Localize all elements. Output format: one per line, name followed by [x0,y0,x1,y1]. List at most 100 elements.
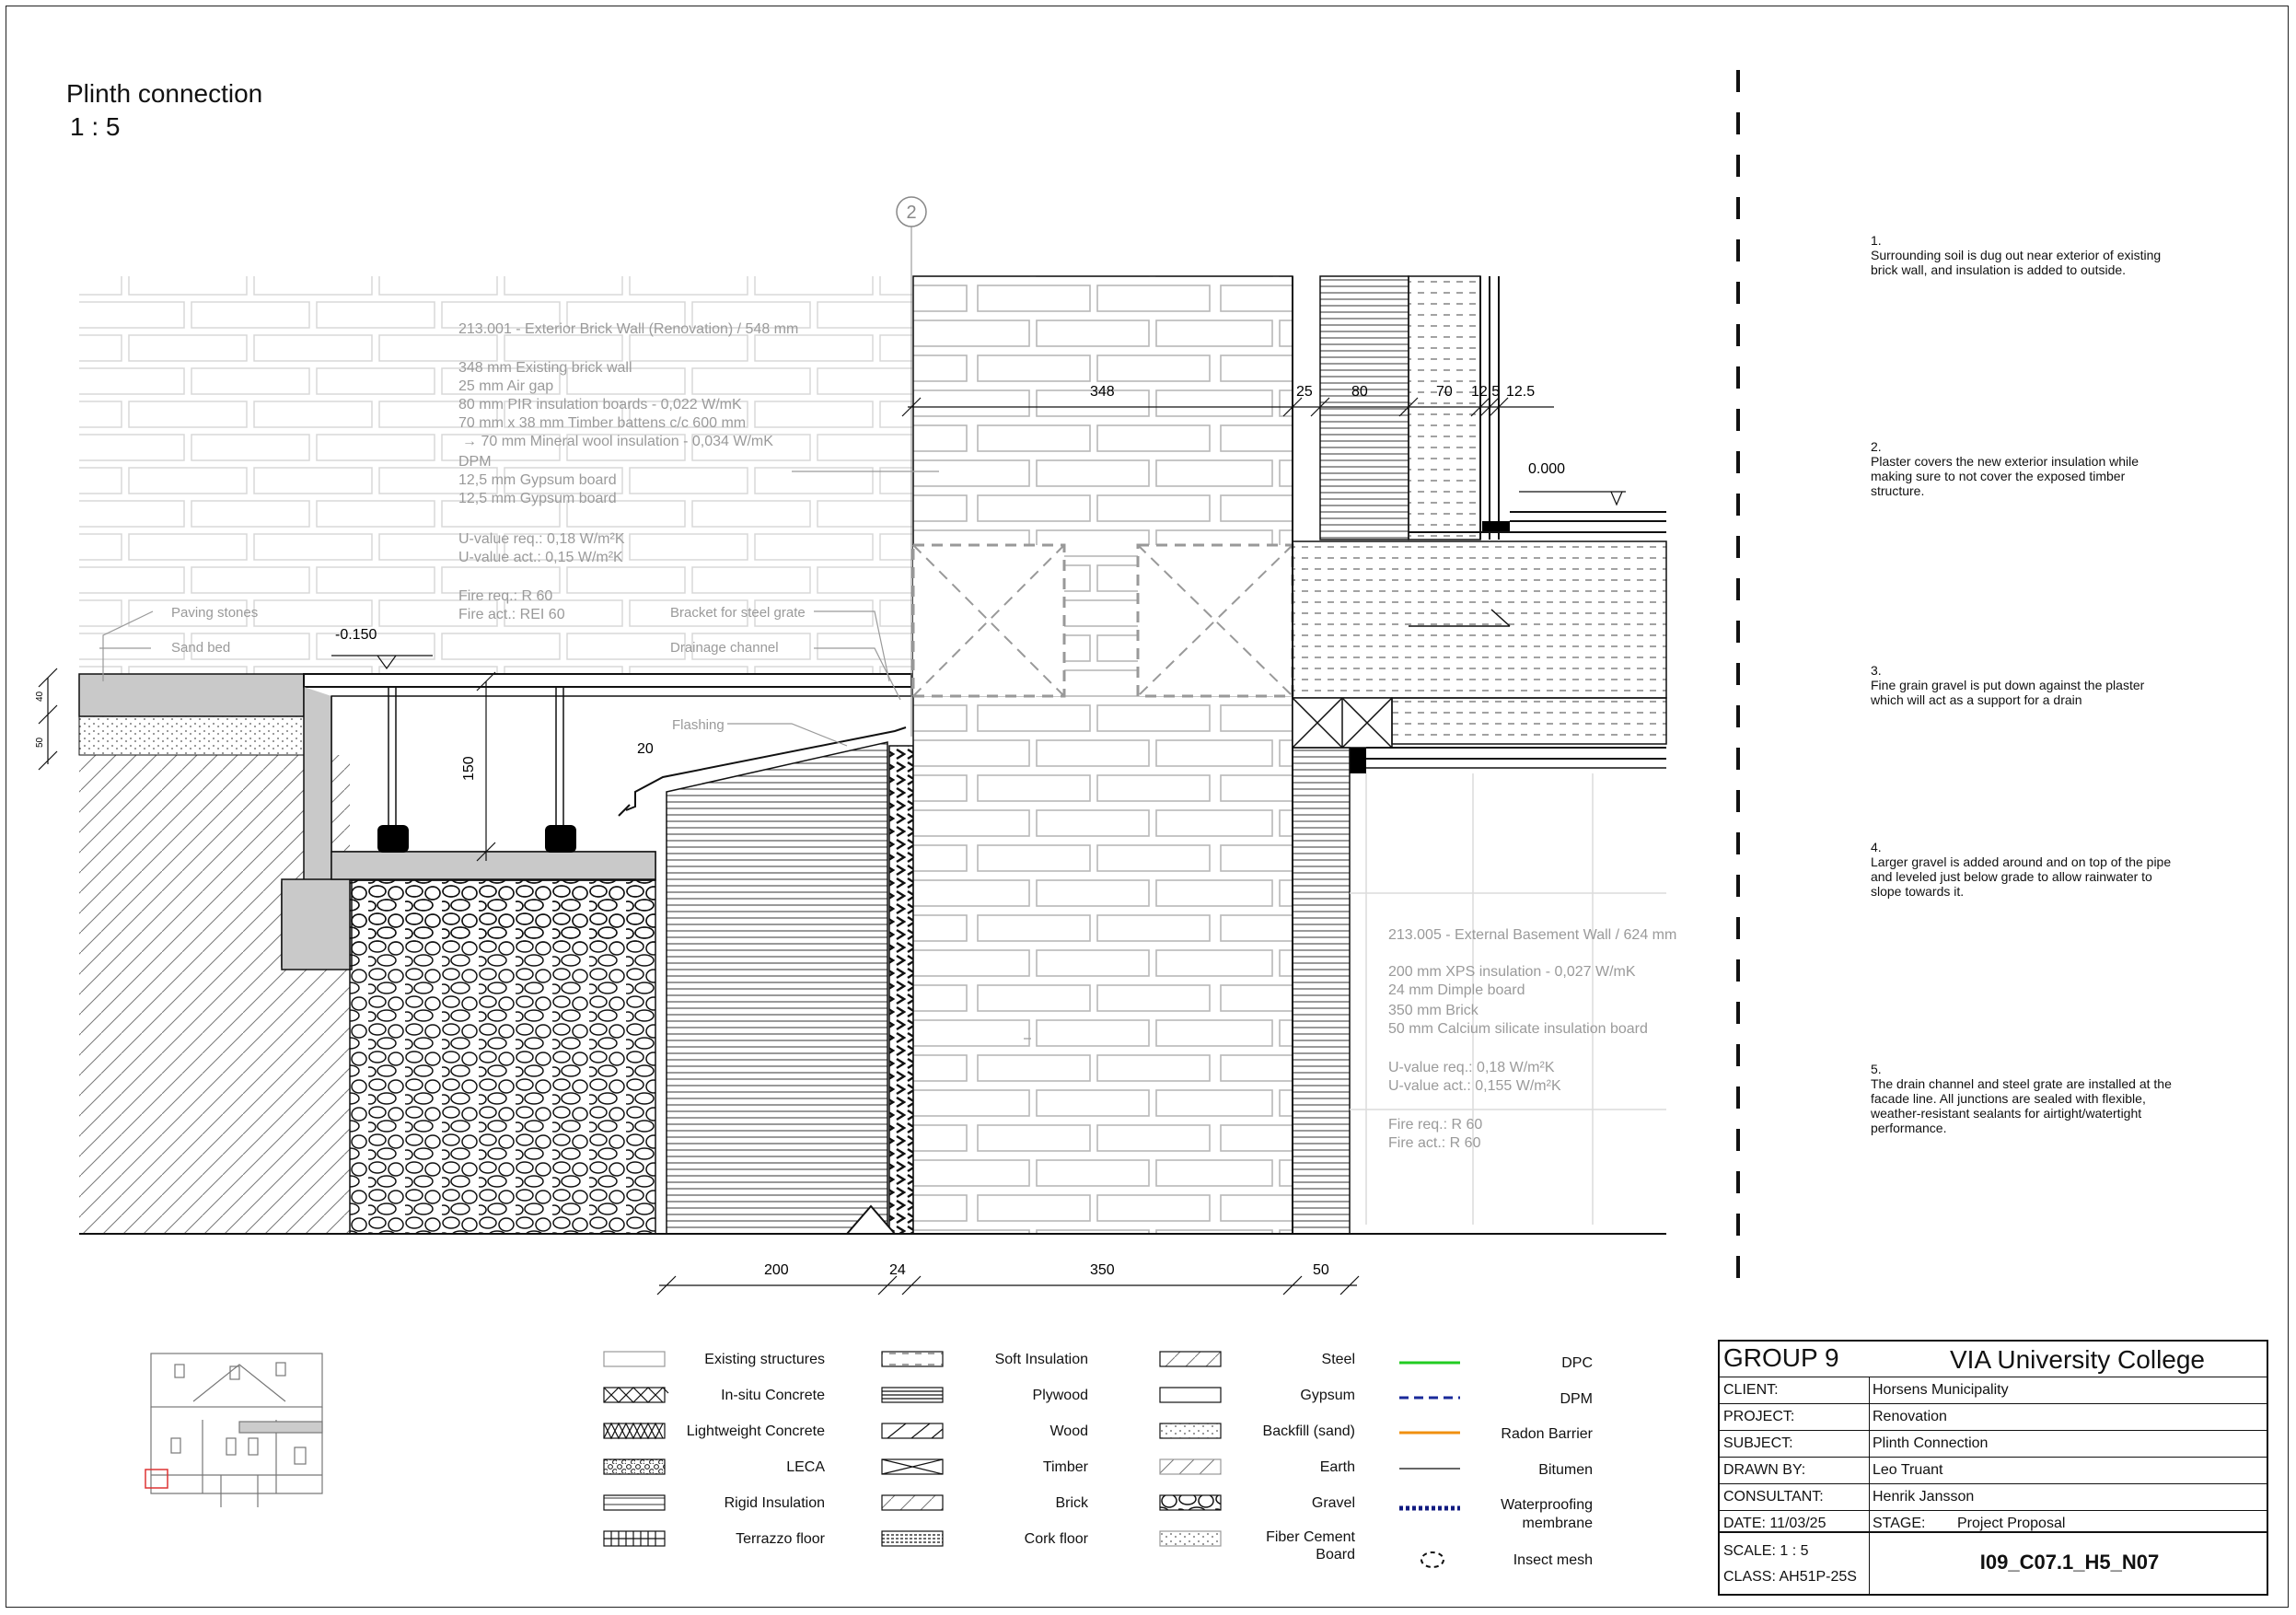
svg-text:12.5: 12.5 [1471,384,1500,400]
label-paving-stones: Paving stones [171,605,258,621]
sand-bed [78,715,305,756]
legend-plywood: Plywood [1032,1388,1088,1403]
timber-blocks [911,543,1294,698]
svg-text:348: 348 [1090,384,1115,400]
bottom-dimensions: 200 24 350 50 [764,1262,1329,1278]
svg-text:70: 70 [1436,384,1453,400]
legend-bitumen: Bitumen [1538,1462,1593,1478]
legend-gypsum: Gypsum [1300,1388,1355,1403]
wall-spec-1: 213.001 - Exterior Brick Wall (Renovatio… [458,321,798,622]
mineral-wool [1408,275,1481,540]
svg-text:50: 50 [1313,1262,1329,1278]
dimple-board [888,745,914,1235]
legend-wood: Wood [1049,1423,1088,1439]
svg-text:200 mm XPS insulation - 0,027: 200 mm XPS insulation - 0,027 W/mK [1388,964,1636,980]
svg-text:Fire act.: R 60: Fire act.: R 60 [1388,1135,1481,1151]
pipe-foot-right [545,825,576,853]
legend-terrazzo: Terrazzo floor [736,1531,825,1547]
legend-timber: Timber [1042,1459,1088,1475]
key-plan-thumbnail [145,1353,323,1507]
group-name: GROUP 9 [1723,1343,1839,1372]
legend-dpc: DPC [1561,1355,1593,1371]
legend-steel: Steel [1321,1352,1355,1367]
svg-text:25: 25 [1296,384,1313,400]
legend-existing: Existing structures [704,1352,825,1367]
svg-text:213.005 - External Basement Wa: 213.005 - External Basement Wall / 624 m… [1388,927,1676,943]
svg-text:12.5: 12.5 [1506,384,1535,400]
legend-gravel: Gravel [1311,1495,1355,1511]
svg-text:25 mm Air gap: 25 mm Air gap [458,378,553,394]
legend-fiber-cement-board: Board [1316,1547,1355,1563]
dim-drain-depth: 150 [461,756,477,781]
xps-insulation [666,741,888,1235]
svg-text:213.001 - Exterior Brick Wall: 213.001 - Exterior Brick Wall (Renovatio… [458,321,798,337]
legend-earth: Earth [1319,1459,1355,1475]
title-block-footer: SCALE: 1 : 5 CLASS: AH51P-25S I09_C07.1_… [1718,1531,2268,1596]
legend-insect-mesh: Insect mesh [1513,1552,1593,1568]
row-date-stage: DATE: 11/03/25 STAGE: Project Proposal [1720,1510,2267,1538]
svg-text:U-value req.: 0,18 W/m²K: U-value req.: 0,18 W/m²K [1388,1060,1555,1075]
row-consultant: CONSULTANT: Henrik Jansson [1720,1483,2267,1511]
svg-text:DPM: DPM [458,454,492,470]
svg-text:U-value act.: 0,15 W/m²K: U-value act.: 0,15 W/m²K [458,550,623,565]
drawing-scale: 1 : 5 [70,112,121,141]
steel-grate [303,673,912,688]
svg-text:24: 24 [889,1262,906,1278]
svg-text:Fire act.: REI 60: Fire act.: REI 60 [458,607,565,622]
floor-insulation [1292,540,1667,699]
legend-waterproofing: Waterproofing [1501,1497,1593,1513]
legend-brick: Brick [1055,1495,1088,1511]
paving-stone [78,673,305,717]
note-2: 2.Plaster covers the new exterior insula… [1871,439,2139,498]
legend-backfill: Backfill (sand) [1262,1423,1355,1439]
dim-side-a: 40 [35,691,45,702]
top-dimensions: 348 25 80 70 12.5 12.5 [1090,384,1535,400]
svg-text:U-value act.: 0,155 W/m²K: U-value act.: 0,155 W/m²K [1388,1078,1561,1094]
wall-spec-2: 213.005 - External Basement Wall / 624 m… [1388,927,1676,1151]
legend-lightweight-concrete: Lightweight Concrete [686,1423,825,1439]
svg-text:350 mm Brick: 350 mm Brick [1388,1003,1479,1018]
class-text: CLASS: AH51P-25S [1723,1569,1857,1585]
row-client: CLIENT: Horsens Municipality [1720,1377,2267,1404]
row-project: PROJECT: Renovation [1720,1403,2267,1431]
svg-text:Fire req.: R 60: Fire req.: R 60 [458,588,552,604]
svg-text:12,5 mm Gypsum board: 12,5 mm Gypsum board [458,472,617,488]
row-subject: SUBJECT: Plinth Connection [1720,1430,2267,1458]
label-flashing: Flashing [672,717,725,733]
legend-insitu-concrete: In-situ Concrete [721,1388,825,1403]
title-block: GROUP 9 VIA University College CLIENT: H… [1718,1340,2268,1533]
pir-insulation [1319,275,1409,540]
grid-marker: 2 [906,203,916,223]
pipe-foot-left [377,825,409,853]
svg-text:348 mm Existing brick wall: 348 mm Existing brick wall [458,360,632,376]
legend-rigid-insulation: Rigid Insulation [724,1495,825,1511]
drain-base [330,851,656,880]
label-drainage: Drainage channel [670,640,779,656]
svg-text:50 mm Calcium silicate insulat: 50 mm Calcium silicate insulation board [1388,1021,1648,1037]
svg-text:70 mm x 38 mm Timber battens c: 70 mm x 38 mm Timber battens c/c 600 mm [458,415,746,431]
drain-bottom [281,878,353,970]
svg-text:12,5 mm Gypsum board: 12,5 mm Gypsum board [458,491,617,506]
note-1: 1.Surrounding soil is dug out near exter… [1871,233,2162,277]
legend-soft-insulation: Soft Insulation [994,1352,1088,1367]
note-3: 3.Fine grain gravel is put down against … [1871,663,2145,707]
level-interior: 0.000 [1528,461,1565,477]
level-exterior: -0.150 [335,627,377,643]
svg-text:80: 80 [1351,384,1368,400]
row-drawn-by: DRAWN BY: Leo Truant [1720,1457,2267,1484]
legend-fiber-cement: Fiber Cement [1266,1529,1355,1545]
label-bracket: Bracket for steel grate [670,605,806,621]
brick-wall [912,275,1293,1235]
legend-waterproofing-membrane: membrane [1522,1516,1593,1531]
dim-flashing: 20 [637,741,654,757]
legend-dpm: DPM [1560,1391,1593,1407]
svg-text:200: 200 [764,1262,789,1278]
drawing-title: Plinth connection [66,79,263,108]
svg-text:Fire req.: R 60: Fire req.: R 60 [1388,1117,1482,1133]
legend-radon-barrier: Radon Barrier [1501,1426,1593,1442]
drawing-frame [6,6,2289,1608]
college-name: VIA University College [1950,1345,2206,1374]
dim-side-b: 50 [35,737,45,748]
calcium-silicate-board [1292,747,1351,1235]
